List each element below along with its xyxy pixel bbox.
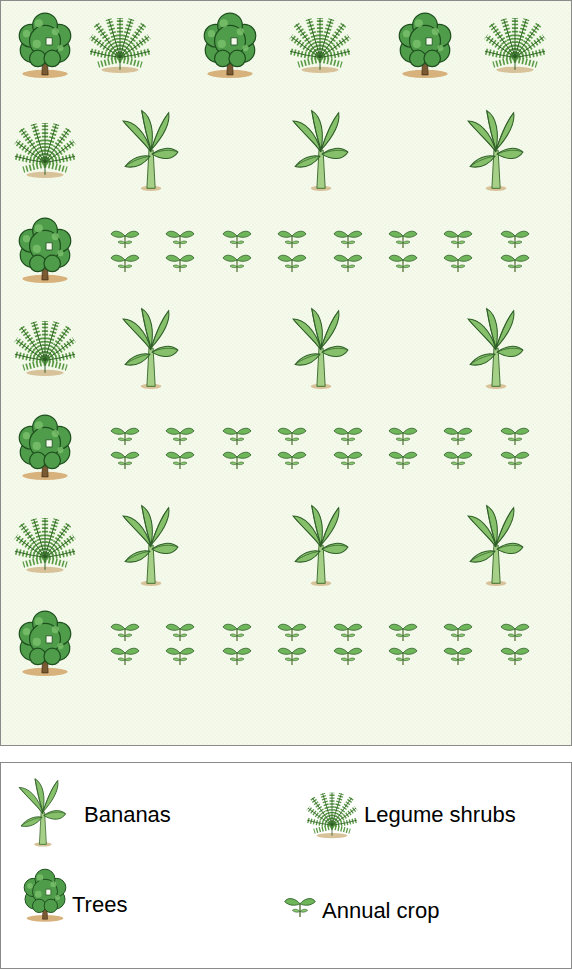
crop-icon bbox=[389, 624, 417, 641]
banana-icon bbox=[123, 111, 178, 191]
crop-icon bbox=[111, 648, 139, 665]
crop-icon bbox=[111, 231, 139, 248]
crop-icon bbox=[444, 648, 472, 665]
banana-icon bbox=[468, 111, 523, 191]
legend-label: Annual crop bbox=[322, 898, 439, 924]
tree-icon bbox=[19, 611, 71, 676]
tree-icon bbox=[204, 13, 256, 78]
tree-icon bbox=[19, 218, 71, 283]
crop-icon bbox=[389, 428, 417, 445]
crop-icon bbox=[278, 428, 306, 445]
banana-icon bbox=[468, 309, 523, 389]
crop-icon bbox=[223, 624, 251, 641]
shrub-icon bbox=[15, 123, 75, 178]
shrub-icon bbox=[15, 321, 75, 376]
shrub-icon bbox=[15, 518, 75, 573]
crop-icon bbox=[278, 452, 306, 469]
banana-icon bbox=[293, 111, 348, 191]
crop-icon bbox=[501, 624, 529, 641]
crop-icon bbox=[389, 648, 417, 665]
crop-icon bbox=[334, 255, 362, 272]
crop-icon bbox=[334, 452, 362, 469]
shrub-icon bbox=[290, 18, 350, 73]
legend-label: Trees bbox=[72, 892, 127, 918]
shrub-icon bbox=[90, 18, 150, 73]
crop-icon bbox=[444, 452, 472, 469]
crop-icon bbox=[278, 624, 306, 641]
banana-icon bbox=[123, 309, 178, 389]
tree-icon bbox=[24, 869, 66, 922]
crop-icon bbox=[501, 452, 529, 469]
crop-icon bbox=[166, 231, 194, 248]
crop-icon bbox=[334, 231, 362, 248]
crop-icon bbox=[223, 231, 251, 248]
crop-icon bbox=[501, 648, 529, 665]
crop-icon bbox=[285, 899, 316, 917]
crop-icon bbox=[501, 231, 529, 248]
crop-icon bbox=[223, 255, 251, 272]
crop-icon bbox=[111, 255, 139, 272]
crop-icon bbox=[278, 255, 306, 272]
crop-icon bbox=[166, 452, 194, 469]
crop-icon bbox=[444, 428, 472, 445]
crop-icon bbox=[223, 648, 251, 665]
crop-icon bbox=[166, 624, 194, 641]
banana-icon bbox=[123, 506, 178, 586]
crop-icon bbox=[389, 231, 417, 248]
crop-icon bbox=[111, 428, 139, 445]
crop-icon bbox=[111, 624, 139, 641]
tree-icon bbox=[19, 415, 71, 480]
crop-icon bbox=[501, 255, 529, 272]
legend-label: Legume shrubs bbox=[364, 802, 516, 828]
banana-icon bbox=[293, 506, 348, 586]
banana-icon bbox=[293, 309, 348, 389]
legend-icons bbox=[19, 779, 357, 922]
banana-icon bbox=[19, 779, 65, 847]
banana-icon bbox=[468, 506, 523, 586]
shrub-icon bbox=[485, 18, 545, 73]
crop-icon bbox=[444, 231, 472, 248]
shrub-icon bbox=[307, 793, 357, 838]
crop-icon bbox=[334, 624, 362, 641]
crop-icon bbox=[223, 452, 251, 469]
crop-icon bbox=[334, 648, 362, 665]
crop-icon bbox=[278, 231, 306, 248]
crop-icon bbox=[166, 648, 194, 665]
crop-icon bbox=[444, 255, 472, 272]
crop-icon bbox=[166, 428, 194, 445]
crop-icon bbox=[278, 648, 306, 665]
crop-icon bbox=[111, 452, 139, 469]
crop-icon bbox=[389, 452, 417, 469]
tree-icon bbox=[399, 13, 451, 78]
crop-icon bbox=[389, 255, 417, 272]
tree-icon bbox=[19, 13, 71, 78]
field-plot bbox=[1, 1, 572, 746]
crop-icon bbox=[334, 428, 362, 445]
crop-icon bbox=[223, 428, 251, 445]
crop-icon bbox=[444, 624, 472, 641]
crop-icon bbox=[501, 428, 529, 445]
plant-icons bbox=[15, 13, 545, 676]
legend-frame bbox=[1, 763, 572, 969]
legend-label: Bananas bbox=[84, 802, 171, 828]
crop-icon bbox=[166, 255, 194, 272]
